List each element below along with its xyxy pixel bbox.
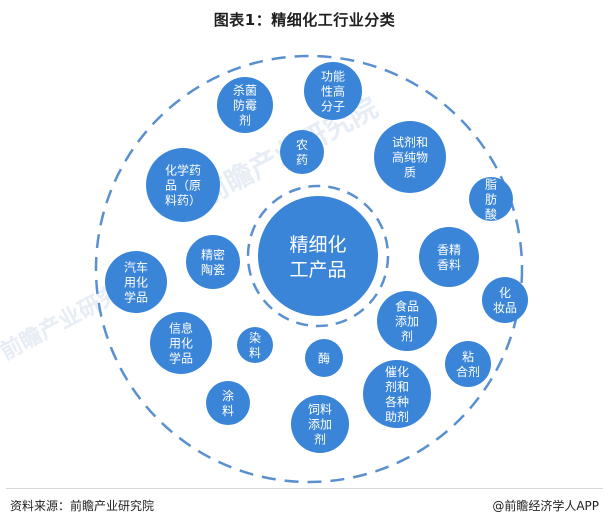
cat-adhesives-label: 粘: [462, 349, 474, 364]
cat-fungicide-label: 剂: [239, 112, 251, 127]
cat-dyes-label: 染: [249, 330, 261, 345]
cat-enzymes-node: [305, 339, 343, 377]
cat-coatings-node: [206, 381, 250, 425]
cat-catalysts-label: 剂和: [385, 379, 409, 394]
cat-coatings-label: 涂: [222, 388, 234, 403]
cat-auto-chemicals-label: 学品: [124, 289, 148, 304]
cat-fungicide-label: 杀菌: [233, 82, 257, 97]
cat-flavors-label: 香精: [437, 243, 461, 257]
cat-fungicide-label: 防霉: [233, 97, 257, 112]
inner-dashed-ring: [246, 184, 390, 328]
cat-pesticide-node: [280, 130, 324, 174]
cat-pesticide-label: 农: [296, 138, 308, 152]
center-label-line-1: 精细化: [289, 234, 346, 256]
cat-info-chemicals-label: 信息: [169, 320, 193, 335]
center-label-line-2: 工产品: [289, 259, 346, 281]
cat-fatty-acid-label: 脂: [485, 176, 497, 191]
cat-feed-additives-node: [291, 395, 349, 453]
cat-feed-additives-label: 饲料: [308, 402, 332, 416]
cat-reagents-label: 高纯物: [392, 149, 428, 164]
cat-chemical-drugs-label: 料药）: [165, 193, 201, 207]
cat-food-additives-label: 剂: [401, 328, 413, 343]
cat-info-chemicals-node: [150, 312, 212, 374]
brand-credit: @前瞻经济学人APP: [492, 499, 599, 513]
cat-flavors-node: [419, 227, 479, 287]
cat-dyes-node: [237, 327, 273, 363]
outer-dashed-ring: [94, 54, 524, 484]
center-node: [258, 196, 378, 316]
cat-info-chemicals-label: 用化: [169, 336, 193, 350]
cat-fine-ceramics-node: [186, 235, 240, 289]
cat-fungicide-node: [217, 77, 273, 133]
cat-catalysts-node: [363, 360, 431, 428]
cat-adhesives-label: 合剂: [456, 364, 480, 379]
figure-title: 图表1：精细化工行业分类: [213, 11, 396, 29]
cat-catalysts-label: 助剂: [385, 409, 409, 424]
cat-food-additives-label: 添加: [395, 314, 419, 328]
cat-pesticide-label: 药: [296, 153, 308, 167]
cat-functional-polymer-label: 分子: [321, 99, 345, 113]
cat-dyes-label: 料: [249, 346, 261, 360]
cat-reagents-node: [374, 121, 446, 193]
cat-reagents-label: 试剂和: [392, 134, 428, 149]
cat-fatty-acid-label: 酸: [485, 206, 497, 221]
cat-functional-polymer-label: 功能: [321, 69, 345, 83]
cat-feed-additives-label: 剂: [314, 431, 326, 446]
cat-auto-chemicals-node: [105, 251, 167, 313]
cat-auto-chemicals-label: 用化: [124, 275, 148, 289]
cat-catalysts-label: 各种: [385, 394, 409, 409]
cat-fine-ceramics-label: 精密: [201, 247, 225, 262]
cat-info-chemicals-label: 学品: [169, 350, 193, 365]
cat-reagents-label: 质: [404, 165, 416, 179]
category-nodes: 杀菌防霉剂功能性高分子农药试剂和高纯物质化学药品（原料药）脂肪酸精密陶瓷香精香料…: [105, 62, 528, 453]
cat-auto-chemicals-label: 汽车: [124, 259, 148, 274]
cat-catalysts-label: 催化: [385, 365, 409, 379]
cat-chemical-drugs-label: 化学药: [165, 162, 201, 177]
cat-chemical-drugs-node: [146, 148, 220, 222]
cat-fatty-acid-label: 肪: [485, 191, 497, 206]
cat-cosmetics-node: [482, 277, 528, 323]
cat-chemical-drugs-label: 品（原: [165, 178, 201, 192]
cat-feed-additives-label: 添加: [308, 417, 332, 431]
footer-divider: [6, 488, 603, 489]
cat-cosmetics-label: 化: [499, 286, 511, 300]
cat-functional-polymer-node: [304, 62, 362, 120]
source-note: 资料来源：前瞻产业研究院: [10, 499, 155, 513]
cat-functional-polymer-label: 性高: [321, 83, 345, 98]
cat-cosmetics-label: 妆品: [493, 301, 517, 315]
cat-fatty-acid-node: [469, 177, 513, 221]
cat-coatings-label: 料: [222, 404, 234, 418]
cat-food-additives-node: [377, 291, 437, 351]
cat-fine-ceramics-label: 陶瓷: [201, 262, 225, 277]
cat-adhesives-node: [445, 341, 491, 387]
cat-enzymes-label: 酶: [318, 350, 330, 365]
cat-food-additives-label: 食品: [395, 298, 419, 313]
cat-flavors-label: 香料: [437, 258, 461, 272]
